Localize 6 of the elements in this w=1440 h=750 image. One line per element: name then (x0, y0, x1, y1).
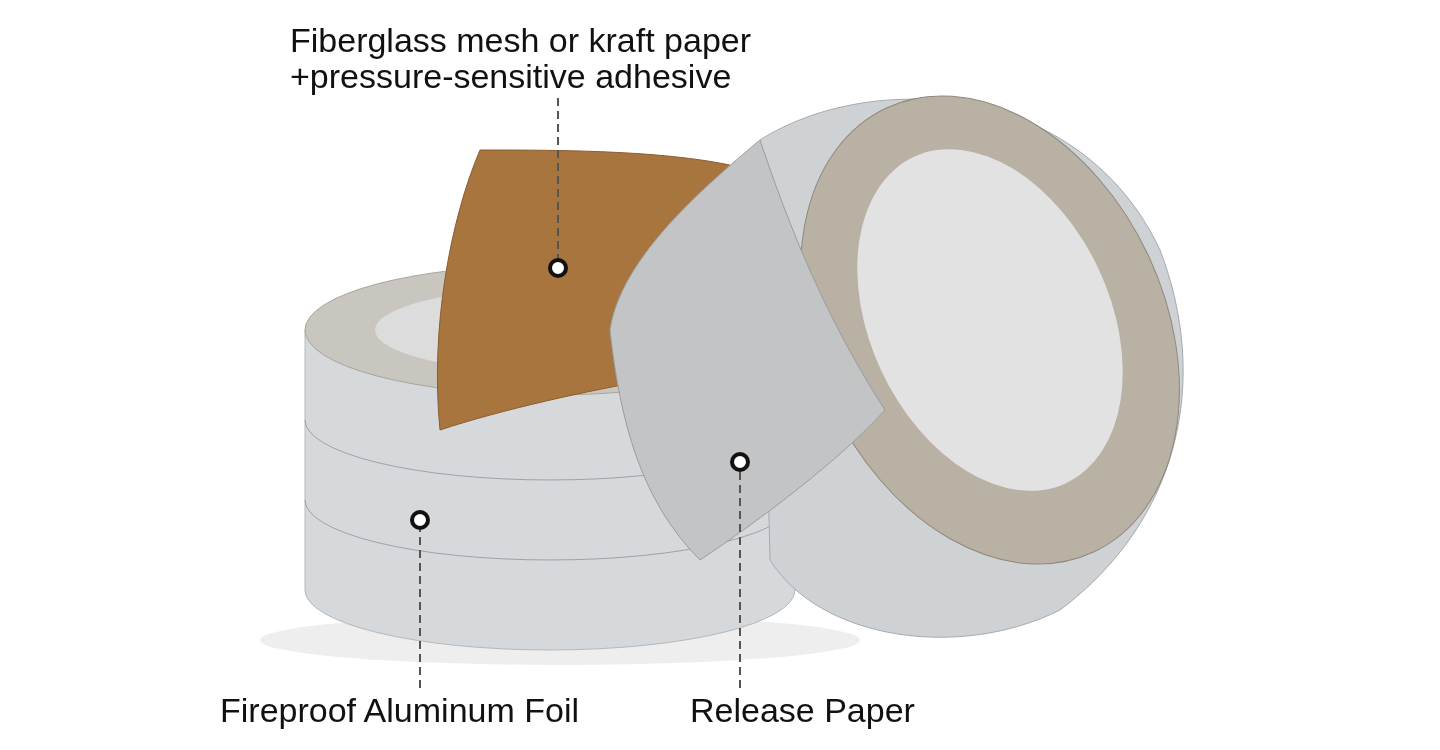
leader-line (557, 97, 559, 259)
leader-line (419, 529, 421, 689)
callout-label: Release Paper (690, 692, 970, 728)
callout-label: Fireproof Aluminum Foil (220, 692, 640, 728)
leader-line (739, 471, 741, 689)
callout-label: Fiberglass mesh or kraft paper +pressure-sensitive adhesive (290, 22, 830, 94)
